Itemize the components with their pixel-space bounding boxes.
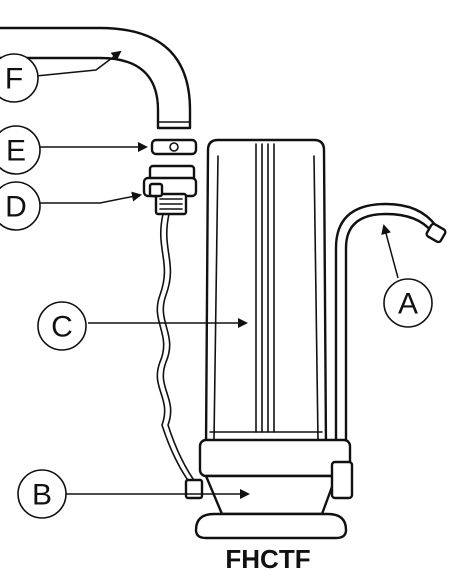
leader-F [35, 50, 122, 77]
leader-lines [35, 50, 399, 499]
outlet-spout [334, 202, 447, 472]
diverter-valve [142, 164, 198, 216]
callout-A: A [383, 278, 433, 328]
callout-E-letter: E [6, 135, 26, 168]
callout-B: B [17, 469, 67, 519]
callout-D-letter: D [5, 191, 27, 224]
callout-A-letter: A [398, 288, 418, 321]
leader-D [40, 191, 142, 204]
supply-hose [156, 213, 199, 487]
filter-base [184, 438, 354, 540]
callout-F: F [0, 53, 39, 103]
callout-B-letter: B [32, 479, 52, 512]
callout-D: D [0, 181, 41, 231]
callout-F-letter: F [5, 63, 23, 96]
model-label: FHCTF [225, 544, 310, 574]
aerator-adapter [150, 138, 198, 156]
faucet-pipe [0, 26, 192, 130]
callout-C-letter: C [51, 311, 73, 344]
filter-housing [204, 138, 328, 450]
callout-C: C [37, 301, 87, 351]
leader-A [381, 224, 399, 279]
callout-E: E [0, 125, 41, 175]
